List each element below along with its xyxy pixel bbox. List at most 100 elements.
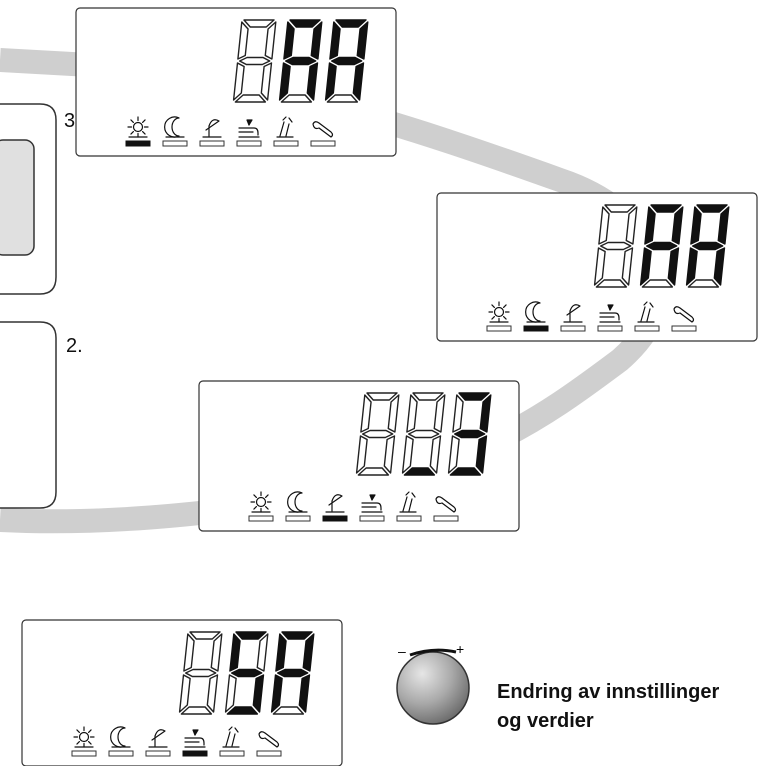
segment-4 (447, 435, 460, 474)
knob-caption-line-1: Endring av innstillinger (497, 681, 720, 703)
hot-water-icon (599, 304, 621, 323)
segment-6 (599, 241, 632, 251)
segment-5 (275, 633, 287, 672)
segment-5 (360, 394, 372, 433)
service-wrench-icon (435, 496, 457, 513)
moon-indicator (285, 515, 311, 522)
display-top-digit-2 (278, 19, 323, 103)
away-indicator (145, 750, 171, 757)
segment-2 (383, 435, 396, 474)
segment-0 (189, 631, 221, 640)
segment-5 (690, 206, 702, 245)
knob-plus-label: + (456, 641, 464, 657)
sun-indicator (486, 325, 512, 332)
segment-2 (621, 247, 634, 286)
display-middle-digit-2 (401, 392, 446, 476)
segment-4 (685, 247, 698, 286)
segment-5 (183, 633, 195, 672)
display-middle-digit-3 (447, 392, 492, 476)
knob-minus-label: – (398, 643, 406, 659)
hot-water-icon (238, 119, 260, 138)
heating-indicator (273, 140, 299, 147)
hot-water-indicator (182, 750, 208, 757)
heating-indicator (219, 750, 245, 757)
segment-3 (357, 467, 390, 476)
segment-3 (326, 94, 359, 103)
side-panel-3 (0, 103, 57, 295)
segment-5 (406, 394, 418, 433)
display-bottom-digit-3 (270, 631, 315, 715)
moon-indicator (108, 750, 134, 757)
segment-3 (449, 467, 482, 476)
segment-5 (644, 206, 656, 245)
segment-2 (298, 674, 311, 713)
segment-6 (184, 668, 217, 678)
sun-icon (250, 491, 272, 513)
segment-6 (645, 241, 678, 251)
display-bottom (21, 619, 343, 766)
segment-4 (639, 247, 652, 286)
service-wrench-icon (312, 121, 334, 138)
segment-6 (330, 56, 363, 66)
segment-4 (178, 674, 191, 713)
away-icon (202, 119, 222, 138)
display-bottom-digit-2 (224, 631, 269, 715)
moon-indicator (523, 325, 549, 332)
segment-0 (235, 631, 267, 640)
segment-5 (329, 21, 341, 60)
segment-4 (401, 435, 414, 474)
hot-water-indicator (236, 140, 262, 147)
side-panel-2 (0, 321, 57, 509)
segment-4 (324, 62, 337, 101)
service-wrench-icon (673, 306, 695, 323)
segment-1 (302, 633, 315, 672)
display-middle-digit-1 (355, 392, 400, 476)
segment-2 (206, 674, 219, 713)
segment-2 (713, 247, 726, 286)
segment-1 (479, 394, 492, 433)
display-top-digit-1 (232, 19, 277, 103)
segment-0 (366, 392, 398, 401)
away-icon (325, 494, 345, 513)
display-right-digit-2 (639, 204, 684, 288)
segment-1 (671, 206, 684, 245)
segment-6 (361, 429, 394, 439)
step-label-3: 3 (64, 110, 76, 132)
segment-1 (717, 206, 730, 245)
segment-3 (403, 467, 436, 476)
sun-icon (73, 726, 95, 748)
sun-icon (488, 301, 510, 323)
adjust-knob[interactable]: – + (396, 641, 470, 725)
hot-water-indicator (597, 325, 623, 332)
heating-icon (637, 301, 655, 323)
segment-4 (593, 247, 606, 286)
segment-5 (452, 394, 464, 433)
segment-0 (604, 204, 636, 213)
heating-icon (399, 491, 417, 513)
segment-0 (696, 204, 728, 213)
segment-6 (276, 668, 309, 678)
heating-icon (222, 726, 240, 748)
segment-5 (283, 21, 295, 60)
segment-3 (641, 279, 674, 288)
segment-3 (234, 94, 267, 103)
hot-water-icon (184, 729, 206, 748)
segment-1 (256, 633, 269, 672)
segment-0 (243, 19, 275, 28)
segment-4 (224, 674, 237, 713)
display-middle (198, 380, 520, 532)
away-indicator (560, 325, 586, 332)
display-right-digit-3 (685, 204, 730, 288)
segment-6 (238, 56, 271, 66)
segment-2 (475, 435, 488, 474)
heating-icon (276, 116, 294, 138)
segment-2 (252, 674, 265, 713)
display-top-digit-3 (324, 19, 369, 103)
segment-6 (453, 429, 486, 439)
segment-3 (226, 706, 259, 715)
segment-1 (356, 21, 369, 60)
service-wrench-indicator (310, 140, 336, 147)
segment-1 (625, 206, 638, 245)
